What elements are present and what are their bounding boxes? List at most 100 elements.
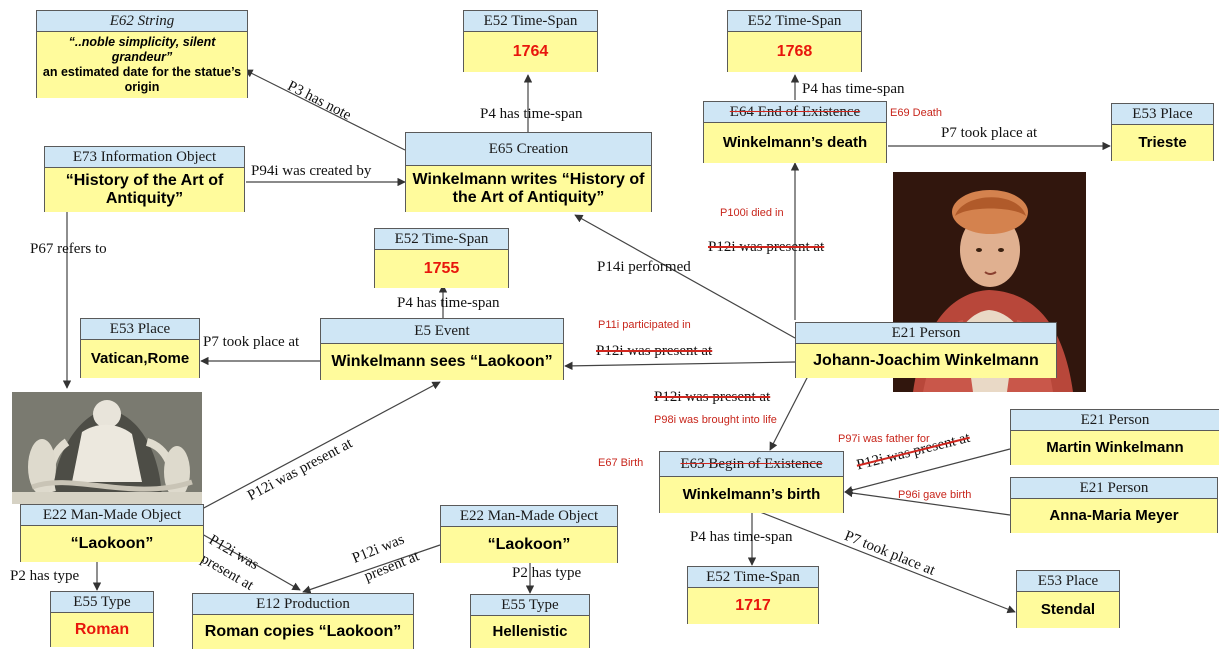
label-p14i: P14i performed [597, 259, 691, 275]
node-value: Hellenistic [471, 616, 589, 648]
node-value: 1717 [688, 588, 818, 624]
node-value: 1755 [375, 250, 508, 288]
edge-p12i-prod1 [194, 529, 301, 591]
label-p4-birth: P4 has time-span [690, 529, 793, 545]
node-class: E22 Man-Made Object [441, 506, 617, 527]
node-ts-1755: E52 Time-Span 1755 [374, 228, 509, 288]
node-value: “History of the Art of Antiquity” [45, 168, 244, 212]
edge-p14i [574, 214, 796, 339]
node-e55-hellenistic: E55 Type Hellenistic [470, 594, 590, 648]
edge-p3 [244, 69, 406, 151]
node-trieste: E53 Place Trieste [1111, 103, 1214, 161]
edge-p12i-event [564, 361, 796, 371]
node-class: E21 Person [796, 323, 1056, 344]
node-class: E65 Creation [406, 133, 651, 166]
node-ts-1768: E52 Time-Span 1768 [727, 10, 862, 72]
label-p12i-event: P12i was present at [596, 343, 713, 359]
node-e21-anna: E21 Person Anna-Maria Meyer [1010, 477, 1218, 533]
edge-p12i-birth [769, 375, 809, 451]
node-class: E62 String [37, 11, 247, 32]
node-class: E52 Time-Span [688, 567, 818, 588]
node-value: “..noble simplicity, silent grandeur” an… [37, 32, 247, 98]
laokoon-statue-image [12, 392, 202, 504]
node-value: Martin Winkelmann [1011, 431, 1219, 465]
node-value: “Laokoon” [21, 526, 203, 562]
annotation-p97i: P97i was father for [838, 433, 930, 445]
node-class: E73 Information Object [45, 147, 244, 168]
node-e5-event: E5 Event Winkelmann sees “Laokoon” [320, 318, 564, 380]
node-e62-string: E62 String “..noble simplicity, silent g… [36, 10, 248, 98]
annotation-p100i: P100i died in [720, 207, 784, 219]
node-value: Johann-Joachim Winkelmann [796, 344, 1056, 378]
note-quote: “..noble simplicity, silent grandeur” [68, 35, 216, 64]
node-value: Stendal [1017, 592, 1119, 628]
node-value: Anna-Maria Meyer [1011, 499, 1217, 533]
annotation-p96i: P96i gave birth [898, 489, 972, 501]
label-p4-creation: P4 has time-span [480, 106, 583, 122]
label-p94i: P94i was created by [251, 163, 372, 179]
node-e63-birth: E63 Begin of Existence Winkelmann’s birt… [659, 451, 844, 513]
node-class: E52 Time-Span [375, 229, 508, 250]
annotation-e67: E67 Birth [598, 457, 644, 469]
label-p7-event: P7 took place at [203, 334, 300, 350]
label-p2-roman: P2 has type [10, 568, 80, 584]
node-class: E64 End of Existence [704, 102, 886, 123]
node-class: E21 Person [1011, 478, 1217, 499]
node-e22-laokoon-2: E22 Man-Made Object “Laokoon” [440, 505, 618, 563]
label-p12i-birth: P12i was present at [654, 389, 771, 405]
label-p2-hell: P2 has type [512, 565, 582, 581]
node-class-text: E63 Begin of Existence [680, 456, 823, 472]
node-ts-1717: E52 Time-Span 1717 [687, 566, 819, 624]
label-p7-end: P7 took place at [941, 125, 1038, 141]
edge-p12i-prod2 [302, 544, 441, 594]
node-class: E53 Place [1017, 571, 1119, 592]
node-vatican: E53 Place Vatican,Rome [80, 318, 200, 378]
node-value: 1768 [728, 32, 861, 72]
annotation-p11i: P11i participated in [598, 319, 691, 331]
edge-p7-birth [759, 511, 1016, 614]
node-e21-johann: E21 Person Johann-Joachim Winkelmann [795, 322, 1057, 378]
node-e21-martin: E21 Person Martin Winkelmann [1010, 409, 1219, 465]
node-value: Winkelmann sees “Laokoon” [321, 344, 563, 380]
node-value: Winkelmann’s birth [660, 477, 843, 513]
node-class: E12 Production [193, 594, 413, 615]
node-class: E63 Begin of Existence [660, 452, 843, 477]
node-class: E22 Man-Made Object [21, 505, 203, 526]
annotation-e69: E69 Death [890, 107, 942, 119]
node-value: 1764 [464, 32, 597, 72]
node-stendal: E53 Place Stendal [1016, 570, 1120, 628]
node-class: E53 Place [1112, 104, 1213, 125]
node-e73-info: E73 Information Object “History of the A… [44, 146, 245, 212]
node-value: Winkelmann writes “History of the Art of… [406, 166, 651, 212]
label-p67: P67 refers to [30, 241, 107, 257]
node-value: Vatican,Rome [81, 340, 199, 378]
label-p12i-death: P12i was present at [708, 239, 825, 255]
node-class: E55 Type [51, 592, 153, 613]
node-e65-creation: E65 Creation Winkelmann writes “History … [405, 132, 652, 212]
edge-p96i [844, 488, 1011, 516]
node-class: E53 Place [81, 319, 199, 340]
node-e55-roman: E55 Type Roman [50, 591, 154, 647]
edge-p12i-martin [844, 448, 1011, 495]
node-e64-end: E64 End of Existence Winkelmann’s death [703, 101, 887, 163]
node-class: E21 Person [1011, 410, 1219, 431]
node-ts-1764: E52 Time-Span 1764 [463, 10, 598, 72]
node-value: Winkelmann’s death [704, 123, 886, 163]
node-e22-laokoon-1: E22 Man-Made Object “Laokoon” [20, 504, 204, 562]
node-class: E52 Time-Span [728, 11, 861, 32]
annotation-p98i: P98i was brought into life [654, 414, 777, 426]
edge-p12i-laokoon [199, 381, 441, 511]
note-rest: an estimated date for the statue’s origi… [42, 65, 242, 94]
node-e12-production: E12 Production Roman copies “Laokoon” [192, 593, 414, 649]
node-class: E52 Time-Span [464, 11, 597, 32]
node-value: Roman copies “Laokoon” [193, 615, 413, 649]
node-value: Roman [51, 613, 153, 647]
node-value: “Laokoon” [441, 527, 617, 563]
node-class: E55 Type [471, 595, 589, 616]
label-p4-event: P4 has time-span [397, 295, 500, 311]
label-p4-end: P4 has time-span [802, 81, 905, 97]
node-value: Trieste [1112, 125, 1213, 161]
node-class: E5 Event [321, 319, 563, 344]
